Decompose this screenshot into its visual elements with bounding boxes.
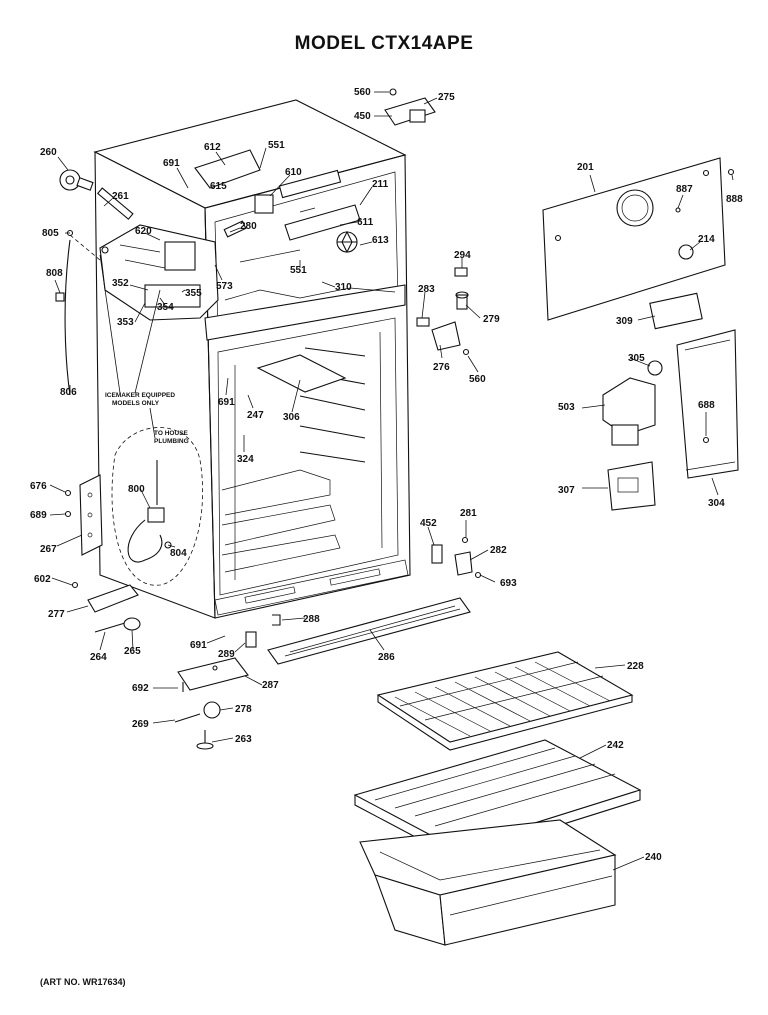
label-286: 286 — [378, 652, 395, 663]
label-612: 612 — [204, 142, 221, 153]
label-289: 289 — [218, 649, 235, 660]
label-288: 288 — [303, 614, 320, 625]
label-352: 352 — [112, 278, 129, 289]
icemaker-assembly — [99, 224, 219, 321]
label-805: 805 — [42, 228, 59, 239]
label-278: 278 — [235, 704, 252, 715]
label-283: 283 — [418, 284, 435, 295]
label-309: 309 — [616, 316, 633, 327]
label-211: 211 — [372, 179, 389, 190]
house-note-line-1: TO HOUSE — [154, 430, 188, 437]
label-247: 247 — [247, 410, 264, 421]
label-888: 888 — [726, 194, 743, 205]
icemaker-note-line-2: MODELS ONLY — [112, 400, 160, 407]
label-503: 503 — [558, 402, 575, 413]
art-number: (ART NO. WR17634) — [40, 977, 126, 987]
label-611: 611 — [357, 217, 374, 228]
label-560: 560 — [354, 87, 371, 98]
right-hardware — [416, 267, 482, 579]
label-887: 887 — [676, 184, 693, 195]
control-panel — [542, 157, 735, 330]
label-610: 610 — [285, 167, 302, 178]
top-hinge — [384, 88, 436, 126]
label-355: 355 — [185, 288, 202, 299]
label-294: 294 — [454, 250, 471, 261]
label-307: 307 — [558, 485, 575, 496]
label-693: 693 — [500, 578, 517, 589]
fan-assembly — [194, 149, 361, 254]
label-310: 310 — [335, 282, 352, 293]
label-324: 324 — [237, 454, 254, 465]
label-450: 450 — [354, 111, 371, 122]
label-613: 613 — [372, 235, 389, 246]
label-691b: 691 — [218, 397, 235, 408]
label-306: 306 — [283, 412, 300, 423]
house-note-line-2: PLUMBING — [154, 438, 189, 445]
label-452: 452 — [420, 518, 437, 529]
label-602: 602 — [34, 574, 51, 585]
label-267: 267 — [40, 544, 57, 555]
label-265: 265 — [124, 646, 141, 657]
label-264: 264 — [90, 652, 107, 663]
label-269: 269 — [132, 719, 149, 730]
label-804: 804 — [170, 548, 187, 559]
label-688: 688 — [698, 400, 715, 411]
label-280: 280 — [240, 221, 257, 232]
label-691c: 691 — [190, 640, 207, 651]
shelf-228 — [376, 651, 634, 751]
label-201: 201 — [577, 162, 594, 173]
label-551: 551 — [268, 140, 285, 151]
label-691: 691 — [163, 158, 180, 169]
label-277: 277 — [48, 609, 65, 620]
part-labels: 560 450 275 260 691 612 551 610 211 261 … — [30, 87, 743, 863]
icemaker-note-line-1: ICEMAKER EQUIPPED — [105, 392, 175, 399]
label-281: 281 — [460, 508, 477, 519]
left-side-parts — [55, 229, 141, 633]
dispenser-parts — [602, 329, 739, 511]
crisper-pan — [359, 819, 617, 946]
label-240: 240 — [645, 852, 662, 863]
label-689: 689 — [30, 510, 47, 521]
label-551b: 551 — [290, 265, 307, 276]
label-214: 214 — [698, 234, 715, 245]
label-304: 304 — [708, 498, 725, 509]
label-573: 573 — [216, 281, 233, 292]
grille — [267, 597, 471, 665]
label-287: 287 — [262, 680, 279, 691]
label-260: 260 — [40, 147, 57, 158]
label-275: 275 — [438, 92, 455, 103]
label-282: 282 — [490, 545, 507, 556]
label-263: 263 — [235, 734, 252, 745]
leader-lines — [49, 91, 734, 871]
label-228: 228 — [627, 661, 644, 672]
label-279: 279 — [483, 314, 500, 325]
label-620: 620 — [135, 226, 152, 237]
water-supply-group — [111, 427, 203, 586]
cam-260 — [59, 169, 134, 220]
label-676: 676 — [30, 481, 47, 492]
label-692: 692 — [132, 683, 149, 694]
refrigerator-cabinet — [93, 99, 411, 619]
label-305: 305 — [628, 353, 645, 364]
label-808: 808 — [46, 268, 63, 279]
leveling-parts — [174, 614, 281, 750]
label-354: 354 — [157, 302, 174, 313]
diagram-title: MODEL CTX14APE — [294, 33, 474, 54]
label-261: 261 — [112, 191, 129, 202]
label-615: 615 — [210, 181, 227, 192]
label-800: 800 — [128, 484, 145, 495]
label-242: 242 — [607, 740, 624, 751]
label-806: 806 — [60, 387, 77, 398]
label-353: 353 — [117, 317, 134, 328]
label-560b: 560 — [469, 374, 486, 385]
label-276: 276 — [433, 362, 450, 373]
